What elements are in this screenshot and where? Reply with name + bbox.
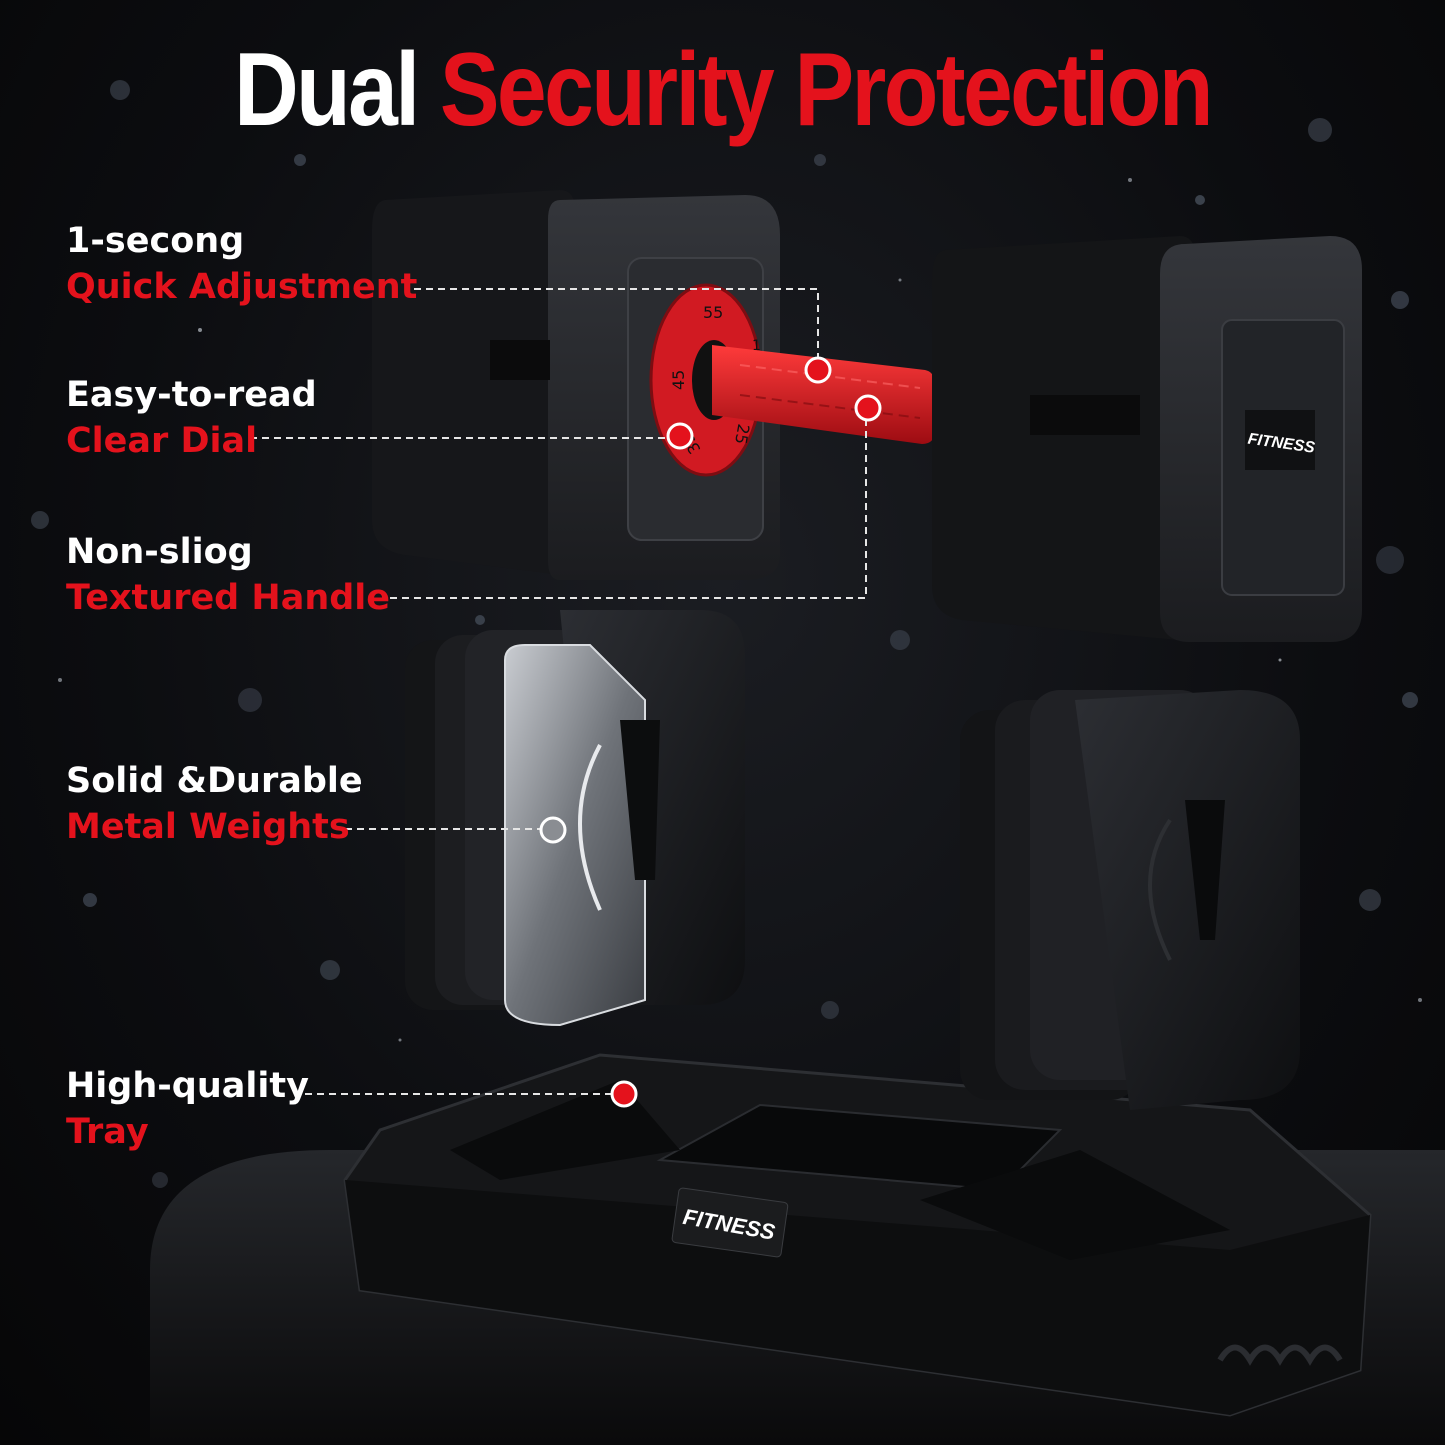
callout-textured-handle-line1: Non-sliog [66, 532, 253, 572]
callout-metal-weights-line2: Metal Weights [66, 807, 350, 847]
callout-markers [539, 356, 882, 1108]
callout-quick-adjustment-line1: 1-secong [66, 221, 245, 261]
callout-textured-handle-line2: Textured Handle [66, 578, 391, 618]
tray: FITNESS [343, 1053, 1372, 1417]
marker-clear-dial [666, 422, 694, 450]
callout-clear-dial-line1: Easy-to-read [66, 375, 317, 415]
callout-metal-weights: Solid &Durable Metal Weights [66, 758, 363, 850]
dial-label-45: 45 [669, 370, 688, 390]
handle [712, 345, 935, 444]
callout-quick-adjustment: 1-secong Quick Adjustment [66, 218, 417, 310]
callout-tray-line2: Tray [66, 1112, 149, 1152]
marker-tray [610, 1080, 638, 1108]
dial-label-25: 25 [731, 422, 753, 445]
marker-metal-weights [539, 816, 567, 844]
callout-clear-dial: Easy-to-read Clear Dial [66, 372, 317, 464]
headline-red: Security Protection [439, 32, 1214, 148]
right-weight-stack [960, 690, 1300, 1110]
callout-tray-line1: High-quality [66, 1066, 309, 1106]
left-weight-stack [405, 610, 745, 1027]
callout-clear-dial-line2: Clear Dial [66, 421, 258, 461]
headline: Dual Security Protection [101, 38, 1344, 142]
callout-quick-adjustment-line2: Quick Adjustment [66, 267, 418, 307]
callout-tray: High-quality Tray [66, 1063, 309, 1155]
callout-metal-weights-line1: Solid &Durable [66, 761, 363, 801]
callout-lines [250, 288, 867, 1095]
dial-label-55: 55 [703, 303, 723, 322]
marker-quick-adjustment [804, 356, 832, 384]
headline-white: Dual [234, 32, 420, 148]
dial-label-1: 1 [752, 338, 761, 354]
callout-textured-handle: Non-sliog Textured Handle [66, 529, 390, 621]
marker-textured-handle [854, 394, 882, 422]
right-dumbbell-head: FITNESS [932, 236, 1362, 642]
